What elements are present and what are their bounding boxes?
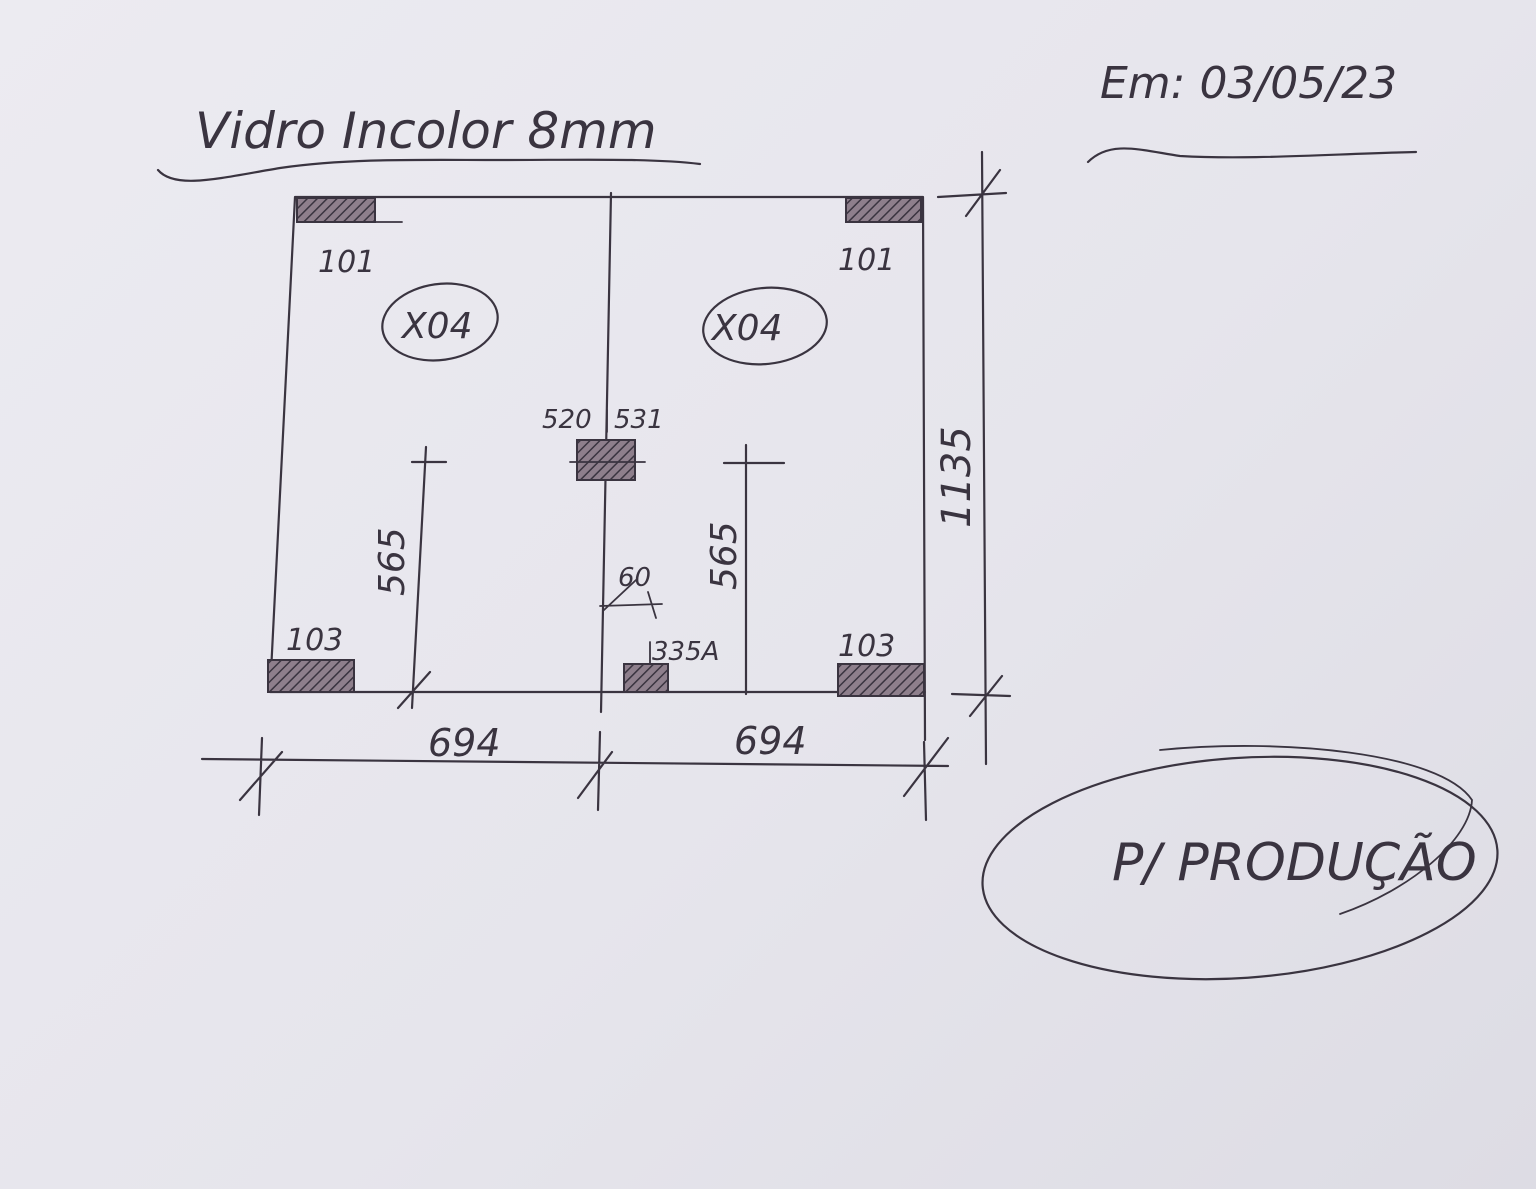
label-bottom-center-code: 335A <box>652 637 719 667</box>
label-width-left: 694 <box>428 721 501 765</box>
dimension-width-line <box>200 730 950 822</box>
date-text: Em: 03/05/23 <box>1100 58 1397 109</box>
title-underline <box>156 158 702 182</box>
label-left-height: 565 <box>372 527 413 596</box>
label-offset: 60 <box>618 563 651 593</box>
label-height: 1135 <box>934 426 980 528</box>
label-bottom-right-hardware: 103 <box>838 629 895 664</box>
label-width-right: 694 <box>734 719 807 763</box>
label-bottom-left-hardware: 103 <box>286 623 343 658</box>
hardware-center <box>576 439 636 481</box>
label-top-right-hardware: 101 <box>838 243 895 278</box>
hardware-bottom-left <box>267 659 355 693</box>
label-top-left-hardware: 101 <box>318 245 375 280</box>
hardware-bottom-right <box>837 663 925 697</box>
stamp-ellipse-tail <box>1159 745 1473 915</box>
label-quantity-left: X04 <box>400 306 472 347</box>
label-center-right-code: 531 <box>614 405 664 435</box>
hardware-bottom-center <box>623 663 669 693</box>
date-underline <box>1086 147 1418 164</box>
title-text: Vidro Incolor 8mm <box>195 102 657 160</box>
label-quantity-right: X04 <box>710 308 782 349</box>
stamp-text: P/ PRODUÇÃO <box>1112 832 1477 893</box>
dimension-offset <box>599 579 663 619</box>
dimension-right-height <box>722 443 786 696</box>
stamp-ellipse <box>981 755 1499 981</box>
quantity-circle-right <box>702 286 828 366</box>
hardware-top-left <box>296 197 376 223</box>
dimension-height-line <box>936 150 1012 766</box>
label-center-left-code: 520 <box>542 405 592 435</box>
label-right-height: 565 <box>704 521 745 590</box>
dimension-left-height <box>396 445 448 710</box>
quantity-circle-left <box>381 282 499 362</box>
glass-outline <box>268 195 927 742</box>
hardware-top-right <box>845 197 922 223</box>
